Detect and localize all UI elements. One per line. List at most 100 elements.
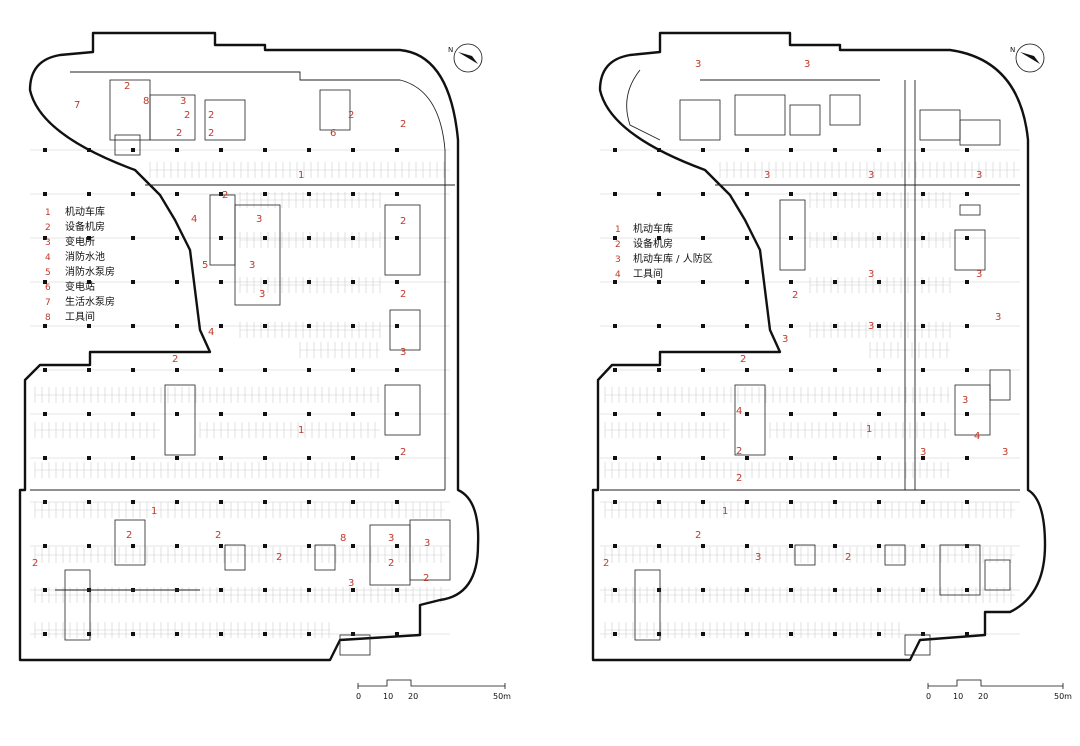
structural-column <box>131 456 135 460</box>
left-plan: 2 8 3 2 2 2 2 2 6 2 7 1 2 4 3 5 3 3 2 2 … <box>18 31 511 701</box>
structural-column <box>701 236 705 240</box>
structural-column <box>87 324 91 328</box>
right-legend: 1 机动车库 2 设备机房 3 机动车库 / 人防区 4 工具间 <box>615 222 713 280</box>
structural-column <box>613 456 617 460</box>
structural-column <box>87 192 91 196</box>
structural-column <box>131 148 135 152</box>
structural-column <box>131 368 135 372</box>
structural-column <box>833 456 837 460</box>
right-cores <box>634 94 1011 656</box>
structural-column <box>745 456 749 460</box>
structural-column <box>965 148 969 152</box>
north-label: N <box>1010 46 1015 54</box>
legend-number: 5 <box>45 268 51 278</box>
structural-column <box>745 544 749 548</box>
structural-column <box>307 500 311 504</box>
structural-column <box>965 632 969 636</box>
room-number: 2 <box>388 558 394 569</box>
legend-label: 机动车库 <box>65 205 105 218</box>
structural-column <box>921 632 925 636</box>
structural-column <box>307 588 311 592</box>
structural-column <box>219 456 223 460</box>
structural-column <box>263 324 267 328</box>
structural-column <box>877 368 881 372</box>
scale-tick: 20 <box>978 692 988 701</box>
structural-column <box>43 412 47 416</box>
structural-column <box>833 324 837 328</box>
structural-column <box>921 324 925 328</box>
room-number: 3 <box>249 260 255 271</box>
structural-column <box>219 500 223 504</box>
structural-column <box>395 588 399 592</box>
room-number: 3 <box>782 334 788 345</box>
structural-column <box>307 148 311 152</box>
left-outer-wall <box>18 31 480 662</box>
structural-column <box>657 280 661 284</box>
legend-label: 工具间 <box>65 310 95 323</box>
structural-column <box>965 544 969 548</box>
structural-column <box>701 632 705 636</box>
structural-column <box>745 236 749 240</box>
room-number: 3 <box>755 552 761 563</box>
structural-column <box>877 588 881 592</box>
structural-column <box>43 280 47 284</box>
legend-number: 1 <box>615 225 621 235</box>
structural-column <box>877 544 881 548</box>
structural-column <box>395 236 399 240</box>
structural-column <box>613 324 617 328</box>
structural-column <box>701 280 705 284</box>
room-number: 6 <box>330 128 336 139</box>
structural-column <box>131 324 135 328</box>
structural-column <box>833 632 837 636</box>
room-number: 3 <box>180 96 186 107</box>
left-scale-bar: 0 10 20 50m <box>356 679 511 701</box>
room-number: 1 <box>866 424 872 435</box>
structural-column <box>395 544 399 548</box>
room-number: 2 <box>32 558 38 569</box>
structural-column <box>351 148 355 152</box>
legend-number: 1 <box>45 208 51 218</box>
structural-column <box>175 544 179 548</box>
legend-label: 工具间 <box>633 267 663 280</box>
structural-column <box>657 456 661 460</box>
scale-tick: 50m <box>1054 692 1072 701</box>
structural-column <box>701 588 705 592</box>
structural-column <box>43 632 47 636</box>
left-grid-lines <box>30 149 450 635</box>
structural-column <box>175 368 179 372</box>
structural-column <box>921 544 925 548</box>
structural-column <box>657 500 661 504</box>
structural-column <box>701 148 705 152</box>
legend-label: 变电站 <box>65 280 95 293</box>
structural-column <box>263 500 267 504</box>
scale-tick: 50m <box>493 692 511 701</box>
structural-column <box>43 148 47 152</box>
structural-column <box>965 456 969 460</box>
structural-column <box>307 324 311 328</box>
structural-column <box>657 588 661 592</box>
right-scale-bar: 0 10 20 50m <box>926 679 1072 701</box>
structural-column <box>395 412 399 416</box>
structural-column <box>613 368 617 372</box>
structural-column <box>745 500 749 504</box>
structural-column <box>833 368 837 372</box>
structural-column <box>921 500 925 504</box>
structural-column <box>701 500 705 504</box>
room-number: 2 <box>276 552 282 563</box>
legend-label: 机动车库 <box>633 222 673 235</box>
structural-column <box>613 280 617 284</box>
structural-column <box>833 588 837 592</box>
structural-column <box>131 632 135 636</box>
room-number: 3 <box>976 269 982 280</box>
room-number: 1 <box>298 170 304 181</box>
structural-column <box>701 368 705 372</box>
structural-column <box>131 412 135 416</box>
structural-column <box>43 368 47 372</box>
structural-column <box>395 500 399 504</box>
structural-column <box>87 368 91 372</box>
room-number: 3 <box>976 170 982 181</box>
structural-column <box>219 148 223 152</box>
structural-column <box>745 148 749 152</box>
right-inner-wall <box>600 69 1020 491</box>
structural-column <box>43 236 47 240</box>
